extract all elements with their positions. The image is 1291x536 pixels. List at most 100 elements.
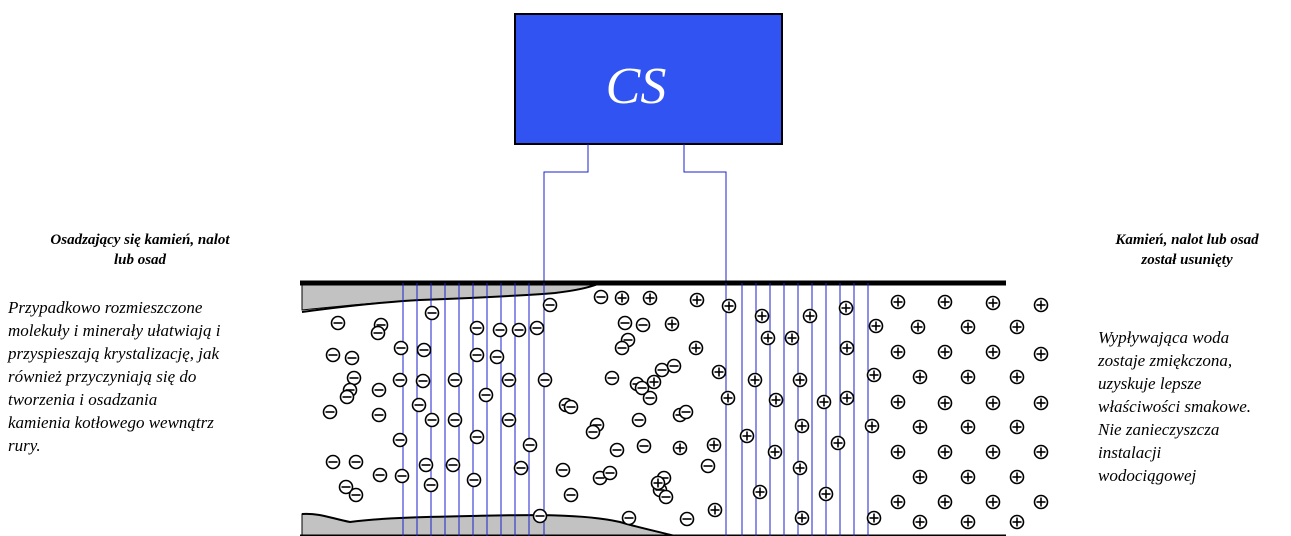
right-desc-line-5: Nie zanieczyszcza xyxy=(1097,420,1219,439)
right-desc-line-6: instalacji xyxy=(1098,443,1162,462)
minus-ion xyxy=(325,347,341,363)
plus-ion xyxy=(707,502,723,518)
plus-ion xyxy=(664,316,680,332)
right-desc-line-3: uzyskuje lepsze xyxy=(1098,374,1202,393)
minus-ion xyxy=(423,477,439,493)
left-desc-line-3: przyspieszają krystalizację, jak xyxy=(7,344,220,363)
minus-ion xyxy=(370,325,386,341)
right-desc-line-2: zostaje zmiękczona, xyxy=(1097,351,1232,370)
minus-ion xyxy=(522,437,538,453)
minus-ion xyxy=(700,458,716,474)
minus-ion xyxy=(658,489,674,505)
left-desc-line-1: Przypadkowo rozmieszczone xyxy=(7,298,203,317)
ions-layer xyxy=(322,289,1049,530)
minus-ion xyxy=(447,412,463,428)
plus-ion xyxy=(1033,494,1049,510)
minus-ion xyxy=(348,454,364,470)
plus-ion xyxy=(912,514,928,530)
minus-ion xyxy=(325,454,341,470)
plus-ion xyxy=(650,475,666,491)
minus-ion xyxy=(392,372,408,388)
plus-ion xyxy=(794,418,810,434)
plus-ion xyxy=(890,494,906,510)
plus-ion xyxy=(784,330,800,346)
minus-ion xyxy=(371,407,387,423)
plus-ion xyxy=(802,308,818,324)
plus-ion xyxy=(890,394,906,410)
plus-ion xyxy=(890,294,906,310)
left-title-line-2: lub osad xyxy=(114,252,167,268)
minus-ion xyxy=(393,340,409,356)
minus-ion xyxy=(634,380,650,396)
plus-ion xyxy=(910,319,926,335)
right-desc-line-4: właściwości smakowe. xyxy=(1098,397,1251,416)
plus-ion xyxy=(985,344,1001,360)
minus-ion xyxy=(489,349,505,365)
left-desc-line-6: kamienia kotłowego wewnątrz xyxy=(8,413,214,432)
minus-ion xyxy=(617,315,633,331)
plus-ion xyxy=(866,367,882,383)
minus-ion xyxy=(585,424,601,440)
minus-ion xyxy=(532,508,548,524)
minus-ion xyxy=(593,289,609,305)
plus-ion xyxy=(985,444,1001,460)
plus-ion xyxy=(1009,319,1025,335)
left-desc-line-5: tworzenia i osadzania xyxy=(8,390,157,409)
left-desc-line-2: molekuły i minerały ułatwiają i xyxy=(8,321,221,340)
cs-device-box xyxy=(514,13,783,145)
minus-ion xyxy=(563,487,579,503)
magnetic-field-lines xyxy=(402,283,869,536)
plus-ion xyxy=(1033,297,1049,313)
minus-ion xyxy=(348,487,364,503)
plus-ion xyxy=(721,298,737,314)
plus-ion xyxy=(614,290,630,306)
minus-ion xyxy=(501,412,517,428)
plus-ion xyxy=(912,419,928,435)
plus-ion xyxy=(830,435,846,451)
minus-ion xyxy=(666,358,682,374)
minus-ion xyxy=(609,442,625,458)
plus-ion xyxy=(890,344,906,360)
plus-ion xyxy=(792,372,808,388)
plus-ion xyxy=(1033,444,1049,460)
plus-ion xyxy=(960,319,976,335)
plus-ion xyxy=(1009,419,1025,435)
minus-ion xyxy=(654,362,670,378)
left-title-line-1: Osadzający się kamień, nalot xyxy=(50,232,230,248)
right-desc-line-1: Wypływająca woda xyxy=(1098,328,1229,347)
right-title-line-2: został usunięty xyxy=(1140,252,1233,268)
minus-ion xyxy=(346,370,362,386)
plus-ion xyxy=(760,330,776,346)
plus-ion xyxy=(937,344,953,360)
plus-ion xyxy=(960,419,976,435)
plus-ion xyxy=(937,444,953,460)
minus-ion xyxy=(339,389,355,405)
minus-ion xyxy=(563,399,579,415)
plus-ion xyxy=(792,460,808,476)
plus-ion xyxy=(816,394,832,410)
minus-ion xyxy=(537,372,553,388)
minus-ion xyxy=(542,297,558,313)
plus-ion xyxy=(646,374,662,390)
minus-ion xyxy=(469,347,485,363)
minus-ion xyxy=(604,370,620,386)
plus-ion xyxy=(752,484,768,500)
minus-ion xyxy=(415,373,431,389)
minus-ion xyxy=(371,382,387,398)
plus-ion xyxy=(688,340,704,356)
plus-ion xyxy=(937,494,953,510)
plus-ion xyxy=(1009,514,1025,530)
minus-ion xyxy=(614,340,630,356)
plus-ion xyxy=(1009,469,1025,485)
plus-ion xyxy=(672,440,688,456)
minus-ion xyxy=(478,387,494,403)
minus-ion xyxy=(678,404,694,420)
minus-ion xyxy=(679,511,695,527)
plus-ion xyxy=(912,469,928,485)
minus-ion xyxy=(492,322,508,338)
minus-ion xyxy=(636,438,652,454)
plus-ion xyxy=(711,364,727,380)
plus-ion xyxy=(912,369,928,385)
minus-ion xyxy=(445,457,461,473)
